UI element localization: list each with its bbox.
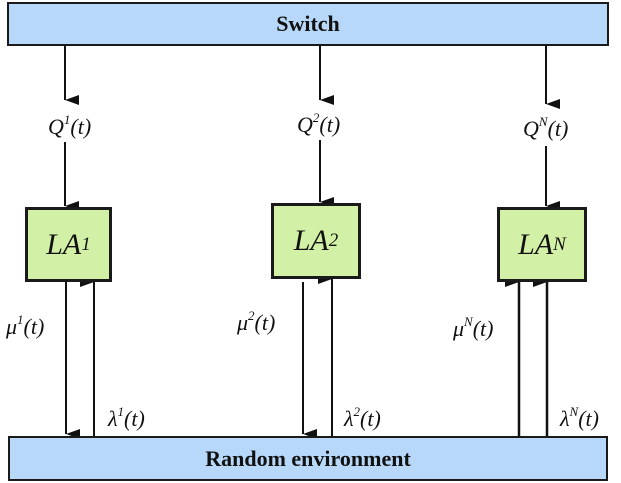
environment-bar: Random environment xyxy=(8,436,608,481)
q2-label: Q2(t) xyxy=(297,110,341,137)
mun-label: μN(t) xyxy=(453,314,494,341)
environment-label: Random environment xyxy=(205,445,411,471)
mu1-label: μ1(t) xyxy=(6,312,45,339)
switch-label: Switch xyxy=(276,11,340,36)
lambdan-label: λN(t) xyxy=(560,404,599,431)
switch-bar: Switch xyxy=(7,2,609,46)
q1-label: Q1(t) xyxy=(48,112,92,139)
mu2-label: μ2(t) xyxy=(237,308,276,335)
lambda2-label: λ2(t) xyxy=(344,404,381,431)
qn-label: QN(t) xyxy=(523,114,569,141)
lambda1-label: λ1(t) xyxy=(108,404,145,431)
